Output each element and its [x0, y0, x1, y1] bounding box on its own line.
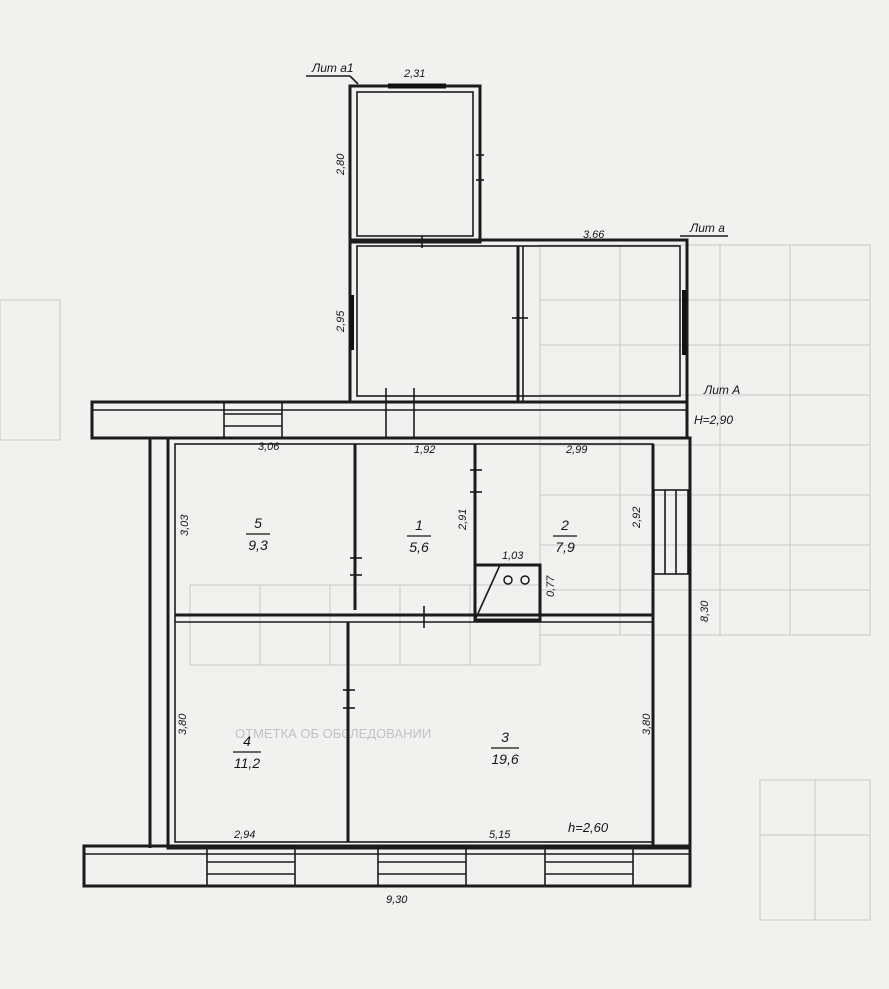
dim-r2-side: 2,92 [631, 507, 643, 529]
room-1-area: 5,6 [409, 539, 429, 555]
room-1: 1 5,6 [407, 517, 431, 555]
room-5: 5 9,3 [246, 515, 270, 553]
background-table-ghost: ОТМЕТКА ОБ ОБСЛЕДОВАНИИ [0, 244, 871, 921]
room-3-area: 19,6 [491, 751, 518, 767]
dim-a1-top: 2,31 [403, 68, 425, 80]
main-house-A [90, 388, 692, 850]
dim-r4-side: 3,80 [177, 713, 189, 735]
dim-r1-top: 1,92 [414, 444, 435, 456]
room-3-number: 3 [501, 729, 509, 745]
annex-a1 [306, 75, 484, 244]
room-5-number: 5 [254, 515, 262, 531]
dim-r5-side: 3,03 [179, 514, 191, 536]
label-height-A: H=2,90 [694, 413, 733, 427]
dim-a-top: 3,66 [583, 229, 605, 241]
room-1-number: 1 [415, 517, 423, 533]
room-4-area: 11,2 [234, 755, 260, 771]
label-room-height: h=2,60 [568, 820, 609, 835]
label-lit-a: Лит а [689, 221, 725, 235]
dim-stove-h: 0,77 [545, 575, 557, 597]
dim-r2-top: 2,99 [565, 444, 587, 456]
room-5-area: 9,3 [248, 537, 268, 553]
annex-a [348, 235, 728, 404]
label-lit-a1: Лит а1 [311, 61, 354, 75]
label-lit-A: Лит А [703, 383, 740, 397]
dim-stove-w: 1,03 [502, 550, 524, 562]
dim-a-side: 2,95 [335, 310, 347, 333]
room-2-area: 7,9 [555, 539, 575, 555]
room-4: 4 11,2 [233, 733, 261, 771]
room-2: 2 7,9 [553, 517, 577, 555]
dim-r1-side: 2,91 [457, 509, 469, 531]
ghost-heading: ОТМЕТКА ОБ ОБСЛЕДОВАНИИ [235, 726, 431, 741]
dim-r3-bottom: 5,15 [489, 829, 511, 841]
room-3: 3 19,6 [491, 729, 519, 767]
dim-r4-bottom: 2,94 [233, 829, 255, 841]
room-2-number: 2 [560, 517, 569, 533]
dim-r3-side: 3,80 [641, 713, 653, 735]
dim-total-bottom: 9,30 [386, 894, 408, 906]
dim-a1-side: 2,80 [335, 153, 347, 176]
dim-r5-top: 3,06 [258, 441, 280, 453]
bottom-wall [82, 844, 692, 888]
dim-right-total: 8,30 [699, 600, 711, 622]
room-4-number: 4 [243, 733, 251, 749]
